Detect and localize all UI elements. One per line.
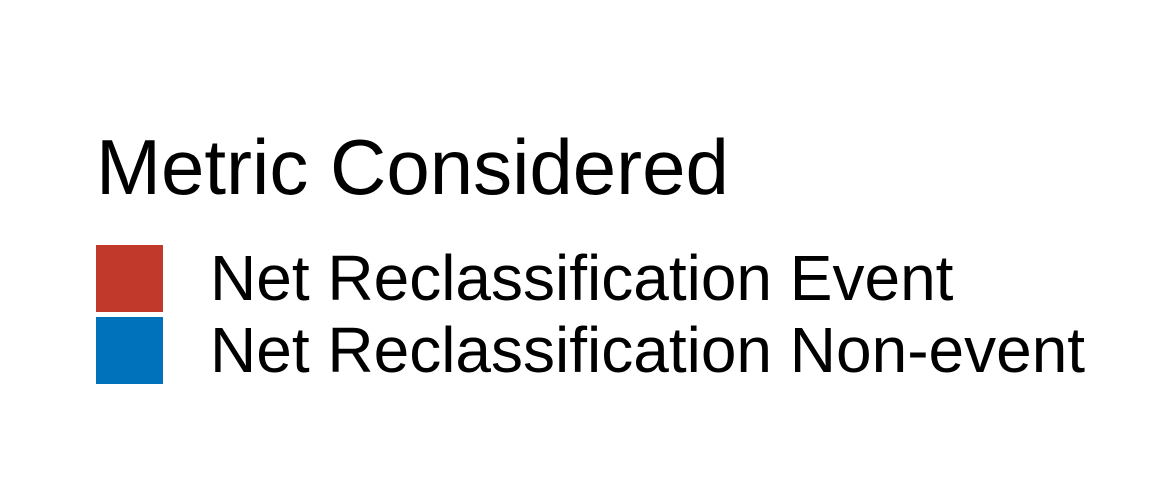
legend-entries: Net Reclassification Event Net Reclassif… [96, 242, 1085, 386]
legend-label-non-event: Net Reclassification Non-event [210, 314, 1086, 386]
legend-entry-non-event: Net Reclassification Non-event [96, 314, 1085, 386]
legend-label-event: Net Reclassification Event [210, 242, 954, 314]
legend-entry-event: Net Reclassification Event [96, 242, 1085, 314]
legend-swatch-event [96, 244, 163, 312]
legend: Metric Considered Net Reclassification E… [96, 122, 1085, 386]
legend-title: Metric Considered [96, 123, 729, 211]
legend-swatch-non-event [96, 316, 163, 384]
